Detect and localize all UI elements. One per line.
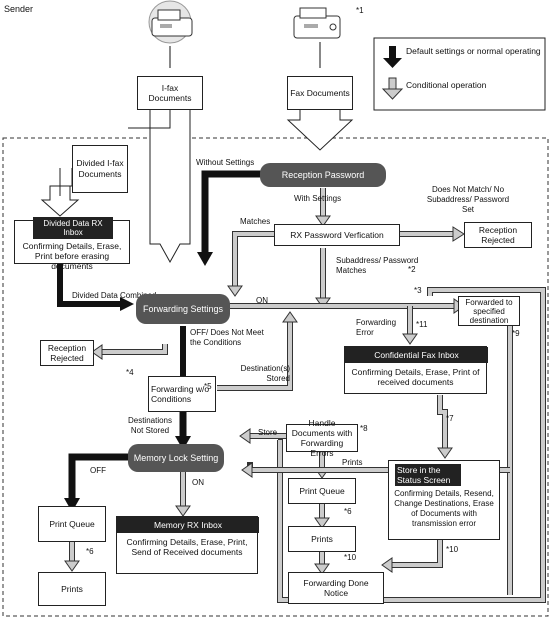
memory-inbox-title: Memory RX Inbox bbox=[117, 517, 259, 533]
forwarded-destination-box: Forwarded to specified destination bbox=[458, 296, 520, 326]
note-10-right: *10 bbox=[446, 545, 459, 554]
label-off-memory: OFF bbox=[90, 466, 106, 475]
note-6-left: *6 bbox=[86, 547, 94, 556]
note-2: *2 bbox=[408, 265, 416, 274]
confidential-inbox-title: Confidential Fax Inbox bbox=[345, 347, 488, 363]
fax-machine-icon bbox=[293, 7, 341, 39]
label-forwarding-error: Forwarding Error bbox=[356, 318, 397, 337]
memory-lock-pill: Memory Lock Setting bbox=[128, 444, 224, 472]
label-off-conditions: OFF/ Does Not Meet the Conditions bbox=[190, 328, 264, 347]
store-status-screen-box: Store in the Status Screen Confirming De… bbox=[388, 460, 500, 540]
reception-rejected-top-box: Reception Rejected bbox=[464, 222, 532, 248]
label-does-not-match: Does Not Match/ No Subaddress/ Password … bbox=[426, 185, 510, 214]
divided-data-inbox: Divided Data RX Inbox Confirming Details… bbox=[14, 217, 130, 271]
forwarding-settings-pill: Forwarding Settings bbox=[136, 294, 230, 324]
note-1: *1 bbox=[356, 6, 364, 15]
fax-flow-arrow bbox=[286, 110, 354, 151]
note-7: *7 bbox=[446, 414, 454, 423]
label-destinations-not-stored: Destinations Not Stored bbox=[127, 416, 173, 435]
divided-inbox-body: Confirming Details, Erase, Print before … bbox=[22, 241, 122, 271]
label-with-settings: With Settings bbox=[294, 194, 342, 203]
note-4: *4 bbox=[126, 368, 134, 377]
legend-box bbox=[373, 37, 546, 111]
print-queue-mid-box: Print Queue bbox=[288, 478, 356, 504]
label-without-settings: Without Settings bbox=[196, 158, 255, 167]
legend-default-label: Default settings or normal operating bbox=[406, 46, 541, 56]
forwarding-wo-conditions-box: Forwarding w/o Conditions bbox=[148, 376, 216, 412]
print-queue-left-box: Print Queue bbox=[38, 506, 106, 542]
note-8: *8 bbox=[360, 424, 368, 433]
note-6-mid: *6 bbox=[344, 507, 352, 516]
forwarding-done-notice-box: Forwarding Done Notice bbox=[288, 572, 384, 604]
note-10-mid: *10 bbox=[344, 553, 357, 562]
store-status-title: Store in the Status Screen bbox=[395, 464, 461, 486]
sender-label: Sender bbox=[4, 4, 34, 14]
label-divided-data-combined: Divided Data Combined bbox=[72, 291, 157, 300]
fax-documents-box: Fax Documents bbox=[287, 76, 353, 110]
reception-rejected-left-box: Reception Rejected bbox=[40, 340, 94, 366]
rx-password-verification-box: RX Password Verfication bbox=[274, 224, 400, 246]
divided-inbox-title: Divided Data RX Inbox bbox=[33, 217, 113, 239]
confidential-fax-inbox: Confidential Fax Inbox Confirming Detail… bbox=[344, 346, 488, 394]
label-matches: Matches bbox=[240, 217, 271, 226]
label-store: Store bbox=[258, 428, 278, 437]
label-on-memory: ON bbox=[192, 478, 204, 487]
prints-mid-box: Prints bbox=[288, 526, 356, 552]
note-3: *3 bbox=[414, 286, 422, 295]
divided-documents-box: Divided I-fax Documents bbox=[72, 145, 128, 193]
memory-rx-inbox: Memory RX Inbox Confirming Details, Eras… bbox=[116, 516, 259, 574]
note-5: *5 bbox=[204, 382, 212, 391]
prints-left-box: Prints bbox=[38, 572, 106, 606]
reception-password-pill: Reception Password bbox=[260, 163, 386, 187]
legend-conditional-arrow-icon bbox=[381, 77, 404, 100]
memory-inbox-body: Confirming Details, Erase, Print, Send o… bbox=[126, 537, 248, 557]
label-prints: Prints bbox=[342, 458, 363, 467]
note-9: *9 bbox=[512, 329, 520, 338]
label-on-forwarding: ON bbox=[256, 296, 268, 305]
handle-documents-box: Handle Documents with Forwarding Errors bbox=[286, 418, 358, 458]
ifax-machine-icon bbox=[148, 0, 193, 44]
ifax-flow-arrow bbox=[149, 110, 191, 264]
confidential-inbox-body: Confirming Details, Erase, Print of rece… bbox=[351, 367, 480, 387]
label-destinations-stored: Destination(s) Stored bbox=[240, 364, 290, 383]
note-11: *11 bbox=[416, 320, 428, 329]
machine-boundary bbox=[2, 137, 549, 617]
legend-conditional-label: Conditional operation bbox=[406, 80, 487, 90]
divided-arrow bbox=[40, 168, 80, 217]
legend-default-arrow-icon bbox=[383, 46, 402, 68]
store-status-body: Confirming Details, Resend, Change Desti… bbox=[394, 489, 494, 528]
label-subaddress-matches: Subaddress/ Password Matches bbox=[336, 256, 419, 275]
ifax-documents-box: I-fax Documents bbox=[137, 76, 203, 110]
